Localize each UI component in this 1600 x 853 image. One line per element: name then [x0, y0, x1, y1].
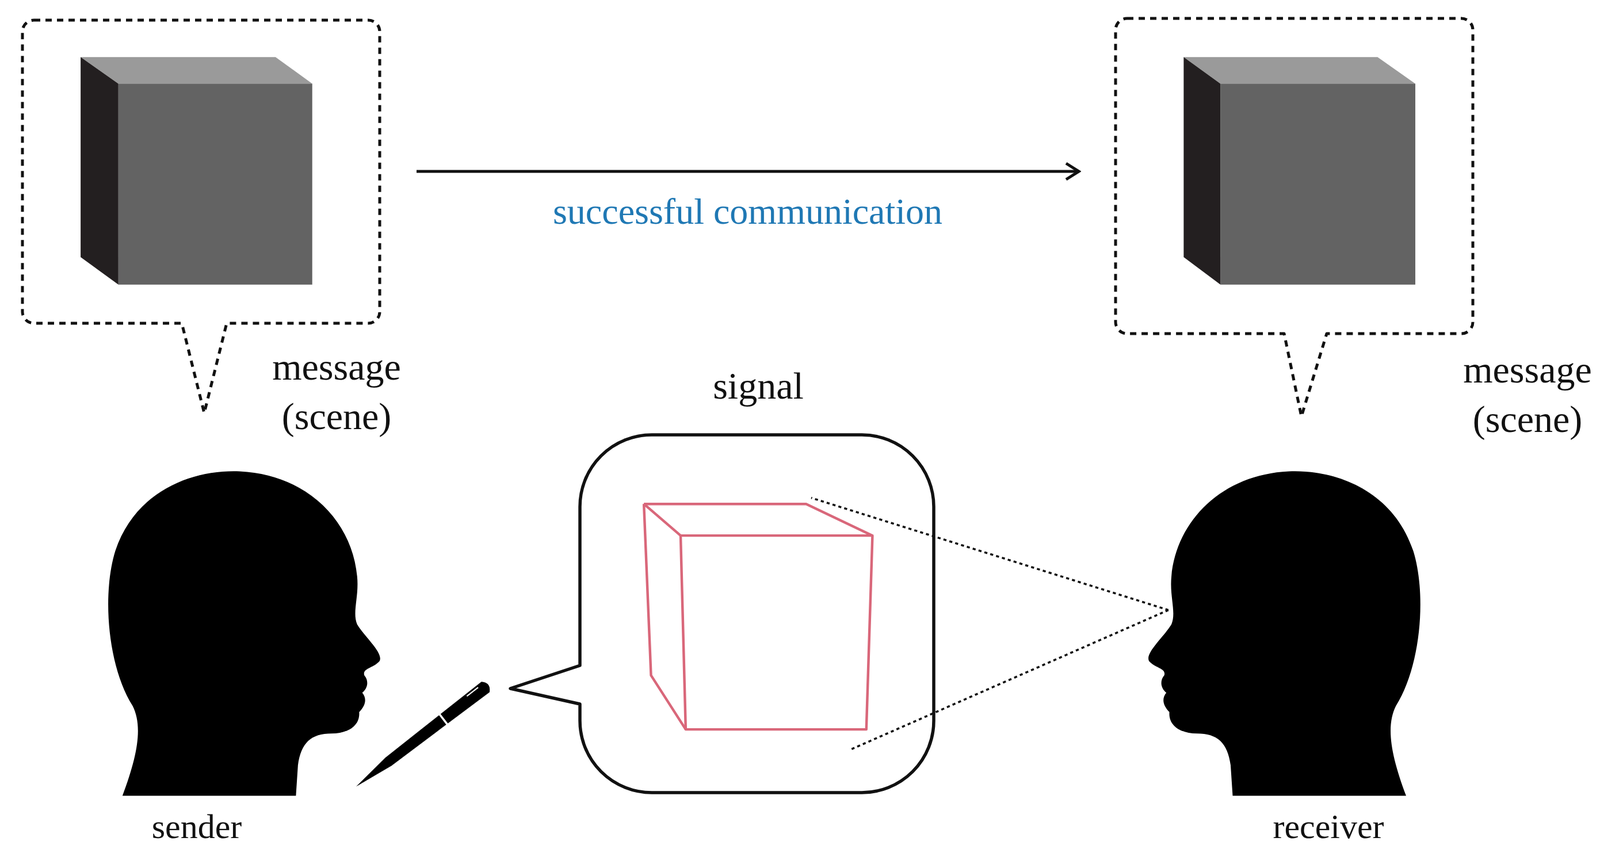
- cube-edge: [643, 503, 681, 536]
- pen-band: [438, 712, 449, 726]
- thought-bubble: message (scene): [22, 20, 380, 324]
- edge-label: successful communication: [549, 189, 946, 235]
- bubble-label: message (scene): [1463, 345, 1592, 445]
- pen-body: [352, 679, 493, 792]
- arrow-connector: [416, 170, 1079, 174]
- cube-front-outline: [680, 535, 873, 730]
- cube-top-outline: [643, 503, 873, 536]
- bubble-outline: [1115, 18, 1473, 334]
- cube-side-outline: [643, 503, 686, 730]
- bubble-label: message (scene): [272, 342, 402, 442]
- bubble-outline: [1115, 18, 1473, 417]
- grey-cube: [1183, 56, 1416, 285]
- bubble-outline: [579, 434, 934, 793]
- sender-silhouette: [108, 471, 381, 796]
- sight-line: [849, 610, 1168, 751]
- cube-top: [1183, 56, 1416, 84]
- bubble-outline: [22, 20, 380, 324]
- receiver-silhouette: [1148, 471, 1421, 796]
- bubble-outline: [510, 434, 934, 793]
- pen: [350, 678, 494, 793]
- grey-cube: [80, 56, 313, 285]
- cube-front: [1220, 83, 1416, 285]
- cube-side: [80, 56, 119, 285]
- speech-bubble: signal: [579, 434, 934, 793]
- cube-side: [1183, 56, 1221, 285]
- sight-line: [811, 498, 1169, 751]
- sight-line: [811, 498, 1169, 611]
- sketched-cube: [643, 503, 873, 730]
- cube-top: [80, 56, 313, 84]
- cube-front: [118, 83, 313, 285]
- bubble-label: signal: [712, 361, 804, 411]
- person-label: sender: [151, 807, 243, 846]
- pen-clip: [466, 687, 479, 697]
- thought-bubble: message (scene): [1115, 18, 1473, 334]
- person-label: receiver: [1272, 807, 1384, 846]
